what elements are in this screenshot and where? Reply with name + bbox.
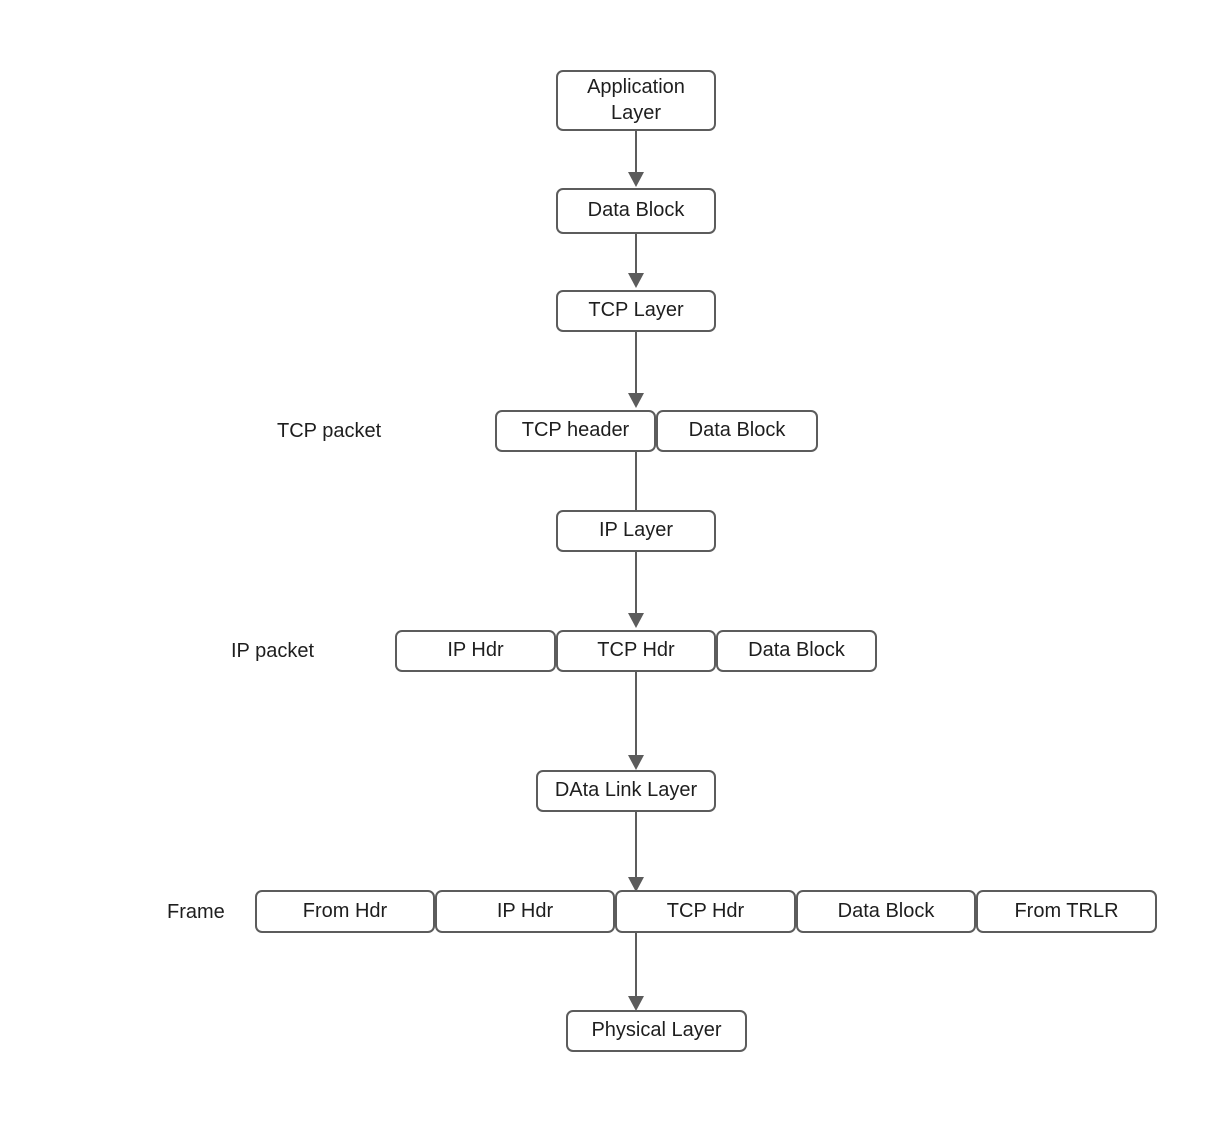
node-application-layer[interactable]: Application Layer: [556, 70, 716, 131]
row-label-ip-packet: IP packet: [231, 640, 315, 662]
node-physical-layer[interactable]: Physical Layer: [566, 1010, 747, 1052]
segment-frame-data-block[interactable]: Data Block: [796, 890, 976, 933]
connector-tcppacket-to-iplayer: [635, 452, 637, 514]
segment-ip-packet-data-block[interactable]: Data Block: [716, 630, 877, 672]
row-label-tcp-packet: TCP packet: [277, 420, 382, 442]
node-tcp-layer[interactable]: TCP Layer: [556, 290, 716, 332]
arrowhead-iplayer-to-ippacket: [628, 613, 644, 628]
segment-frame-from-hdr[interactable]: From Hdr: [255, 890, 435, 933]
node-data-link-layer[interactable]: DAta Link Layer: [536, 770, 716, 812]
segment-ip-packet-tcp-hdr[interactable]: TCP Hdr: [556, 630, 716, 672]
connector-ippacket-to-datalinklayer: [635, 672, 637, 756]
connector-datalinklayer-to-frame: [635, 812, 637, 878]
node-ip-layer[interactable]: IP Layer: [556, 510, 716, 552]
arrowhead-tcplayer-to-tcppacket: [628, 393, 644, 408]
connector-datablock-to-tcplayer: [635, 234, 637, 276]
connector-frame-to-physicallayer: [635, 933, 637, 997]
arrowhead-frame-to-physicallayer: [628, 996, 644, 1011]
arrowhead-datablock-to-tcplayer: [628, 273, 644, 288]
segment-tcp-packet-data-block[interactable]: Data Block: [656, 410, 818, 452]
segment-tcp-header[interactable]: TCP header: [495, 410, 656, 452]
connector-tcplayer-to-tcppacket: [635, 332, 637, 394]
segment-frame-from-trlr[interactable]: From TRLR: [976, 890, 1157, 933]
arrowhead-ippacket-to-datalinklayer: [628, 755, 644, 770]
node-data-block[interactable]: Data Block: [556, 188, 716, 234]
segment-frame-ip-hdr[interactable]: IP Hdr: [435, 890, 615, 933]
arrowhead-datalinklayer-to-frame: [628, 877, 644, 892]
connector-application-to-datablock: [635, 131, 637, 173]
segment-frame-tcp-hdr[interactable]: TCP Hdr: [615, 890, 796, 933]
row-label-frame: Frame: [167, 900, 225, 923]
connector-iplayer-to-ippacket: [635, 552, 637, 614]
segment-ip-packet-ip-hdr[interactable]: IP Hdr: [395, 630, 556, 672]
arrowhead-application-to-datablock: [628, 172, 644, 187]
